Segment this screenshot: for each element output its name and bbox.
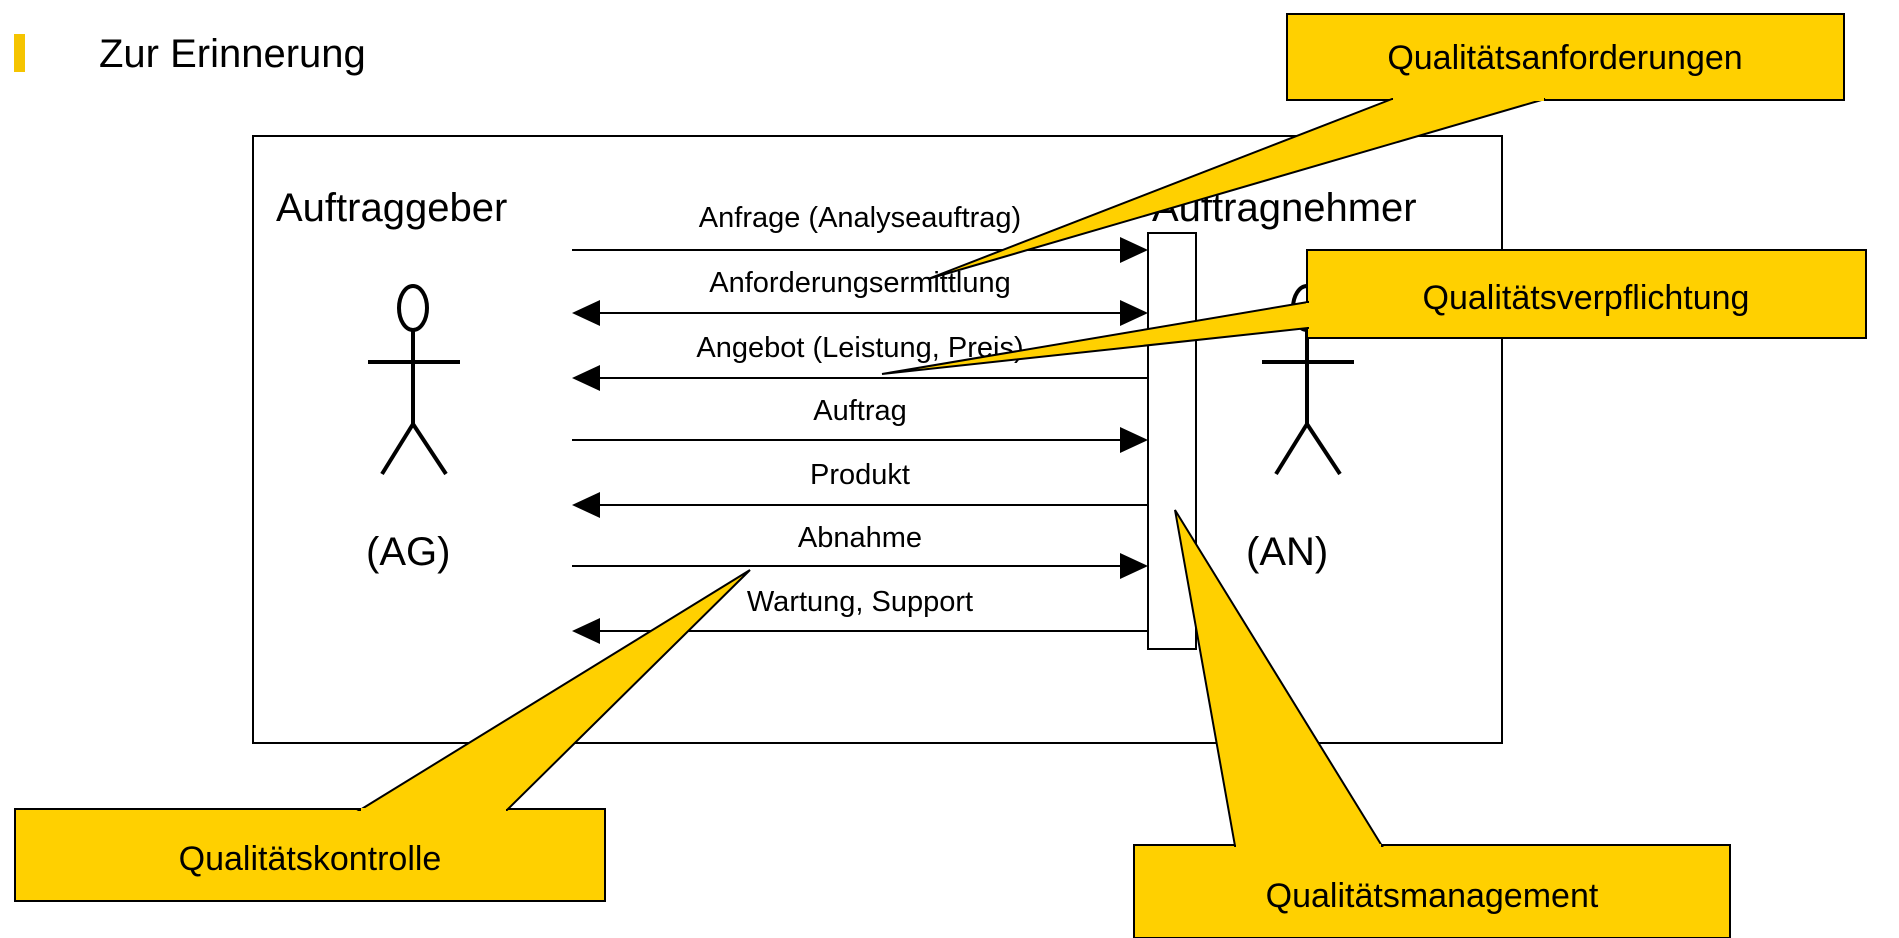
message-label: Anforderungsermittlung xyxy=(709,267,1010,299)
messages-group: Anfrage (Analyseauftrag) Anforderungserm… xyxy=(572,202,1148,644)
slide-heading: Zur Erinnerung xyxy=(99,32,366,76)
arrow-head-left-icon xyxy=(572,365,600,391)
arrow-head-right-icon xyxy=(1120,427,1148,453)
message-label: Abnahme xyxy=(798,522,922,554)
callout-control-label: Qualitätskontrolle xyxy=(179,840,442,878)
callout-management-label: Qualitätsmanagement xyxy=(1266,877,1599,915)
arrow-head-left-icon xyxy=(572,300,600,326)
callout-commitment-label: Qualitätsverpflichtung xyxy=(1423,279,1750,317)
arrow-head-right-icon xyxy=(1120,237,1148,263)
arrow-head-right-icon xyxy=(1120,553,1148,579)
bullet-marker xyxy=(14,34,25,72)
callout-management: Qualitätsmanagement xyxy=(1133,509,1731,938)
callout-control: Qualitätskontrolle xyxy=(14,569,751,902)
callout-commitment: Qualitätsverpflichtung xyxy=(881,249,1867,375)
arrow-head-left-icon xyxy=(572,492,600,518)
message-label: Wartung, Support xyxy=(747,586,973,618)
arrow-head-right-icon xyxy=(1120,300,1148,326)
message-label: Anfrage (Analyseauftrag) xyxy=(699,202,1021,234)
client-stick-figure-icon xyxy=(368,284,460,476)
contractor-abbreviation: (AN) xyxy=(1246,530,1328,574)
arrow-head-left-icon xyxy=(572,618,600,644)
callout-requirements: Qualitätsanforderungen xyxy=(927,13,1845,280)
client-abbreviation: (AG) xyxy=(366,530,450,574)
callout-requirements-label: Qualitätsanforderungen xyxy=(1387,39,1742,77)
message-label: Auftrag xyxy=(813,395,907,427)
client-name: Auftraggeber xyxy=(276,186,507,230)
message-label: Produkt xyxy=(810,459,910,491)
